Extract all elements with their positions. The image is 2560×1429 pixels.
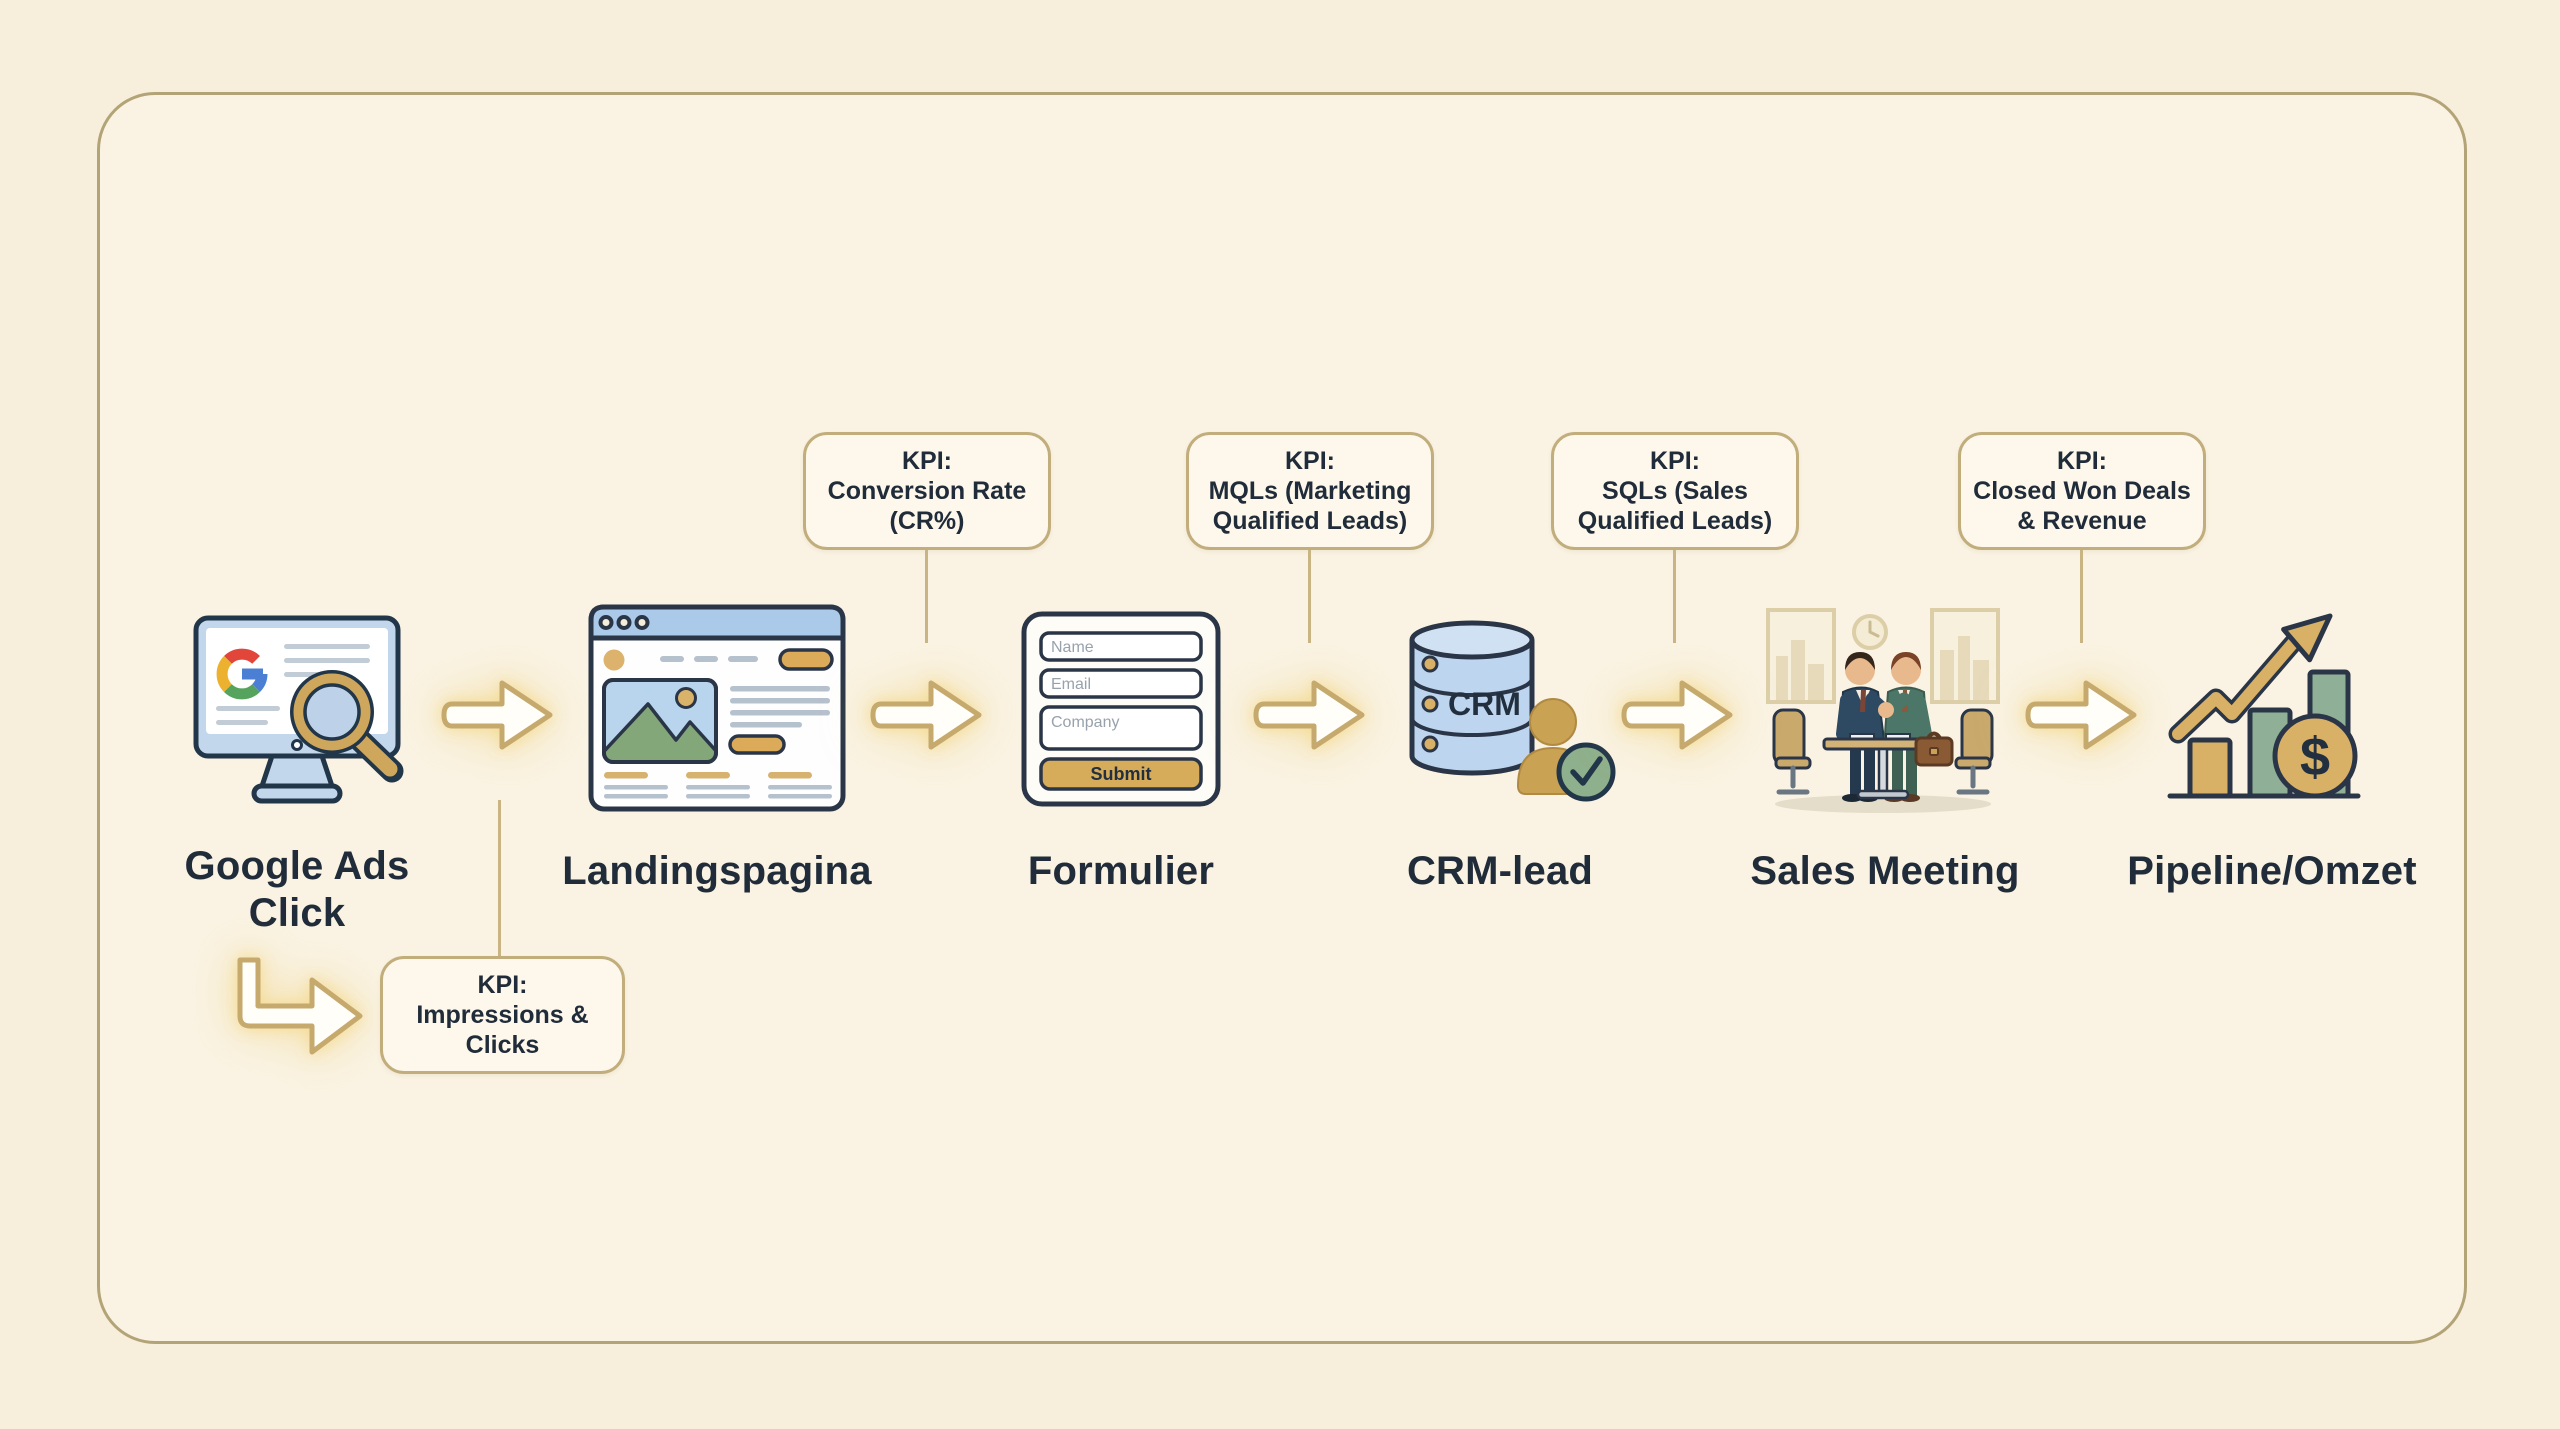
kpi-line: KPI:: [1650, 447, 1700, 475]
kpi-line: (CR%): [889, 507, 965, 535]
kpi-line: SQLs (Sales: [1602, 477, 1748, 505]
crm-db-label: CRM: [1448, 686, 1521, 722]
stage-label-sales-meeting: Sales Meeting: [1750, 849, 2020, 893]
kpi-box-closed-won: KPI: Closed Won Deals & Revenue: [1958, 432, 2206, 550]
kpi-line: Conversion Rate: [827, 477, 1027, 505]
kpi-connector-line-cr: [925, 550, 928, 643]
kpi-line: Qualified Leads): [1577, 507, 1773, 535]
landing-page-browser-icon: [584, 600, 850, 821]
flow-arrow-icon: [1250, 672, 1370, 763]
businessperson-right: [1882, 652, 1932, 802]
briefcase-icon: [1914, 731, 1954, 767]
flow-arrow-icon: [2022, 672, 2142, 763]
kpi-box-impressions-clicks: KPI: Impressions & Clicks: [380, 956, 625, 1074]
kpi-line: & Revenue: [2017, 507, 2147, 535]
form-field-placeholder-email: Email: [1051, 676, 1091, 693]
kpi-connector-line-mql: [1308, 550, 1311, 643]
sales-meeting-icon: [1758, 598, 2008, 825]
kpi-line: KPI:: [477, 971, 528, 999]
form-submit-button-label: Submit: [1091, 764, 1152, 784]
flow-arrow-icon: [438, 672, 558, 763]
office-chair-left: [1772, 708, 1812, 795]
form-field-placeholder-company: Company: [1051, 714, 1119, 731]
office-chair-right: [1954, 708, 1994, 795]
flow-arrow-icon: [867, 672, 987, 763]
google-ads-monitor-icon: [180, 610, 414, 819]
kpi-line: KPI:: [2057, 447, 2107, 475]
magnifier-icon: [290, 670, 404, 783]
check-circle-icon: [1556, 742, 1616, 802]
kpi-line: Clicks: [465, 1031, 540, 1059]
kpi-box-mqls: KPI: MQLs (Marketing Qualified Leads): [1186, 432, 1434, 550]
kpi-line: Impressions &: [416, 1001, 589, 1029]
dollar-symbol: $: [2300, 727, 2330, 787]
lead-form-icon: Name Email Company Submit: [1016, 606, 1226, 817]
stage-label-landingspagina: Landingspagina: [562, 849, 872, 893]
stage-label-formulier: Formulier: [1027, 849, 1215, 893]
growth-arrow-icon: [2168, 613, 2333, 744]
form-field-placeholder-name: Name: [1051, 639, 1094, 656]
handshake-hands: [1878, 702, 1894, 718]
kpi-line: Qualified Leads): [1212, 507, 1408, 535]
flow-arrow-icon: [1618, 672, 1738, 763]
bent-connector-arrow-icon: [232, 952, 367, 1069]
stage-label-google-ads-click: Google Ads Click: [184, 844, 410, 936]
kpi-line: Closed Won Deals: [1973, 477, 2191, 505]
kpi-box-sqls: KPI: SQLs (Sales Qualified Leads): [1551, 432, 1799, 550]
pipeline-revenue-chart-icon: $: [2160, 598, 2380, 815]
kpi-connector-line-closed-won: [2080, 550, 2083, 643]
kpi-line: KPI:: [902, 447, 952, 475]
dollar-coin-icon: $: [2272, 713, 2358, 799]
wall-clock-icon: [1852, 614, 1888, 650]
stage-label-pipeline-omzet: Pipeline/Omzet: [2127, 849, 2417, 893]
kpi-box-conversion-rate: KPI: Conversion Rate (CR%): [803, 432, 1051, 550]
stage-label-crm-lead: CRM-lead: [1406, 849, 1594, 893]
kpi-connector-line-impressions: [498, 800, 501, 957]
crm-database-icon: CRM: [1396, 608, 1621, 809]
kpi-line: MQLs (Marketing: [1208, 477, 1412, 505]
kpi-line: KPI:: [1285, 447, 1335, 475]
kpi-connector-line-sql: [1673, 550, 1676, 643]
google-g-icon: [216, 648, 268, 700]
